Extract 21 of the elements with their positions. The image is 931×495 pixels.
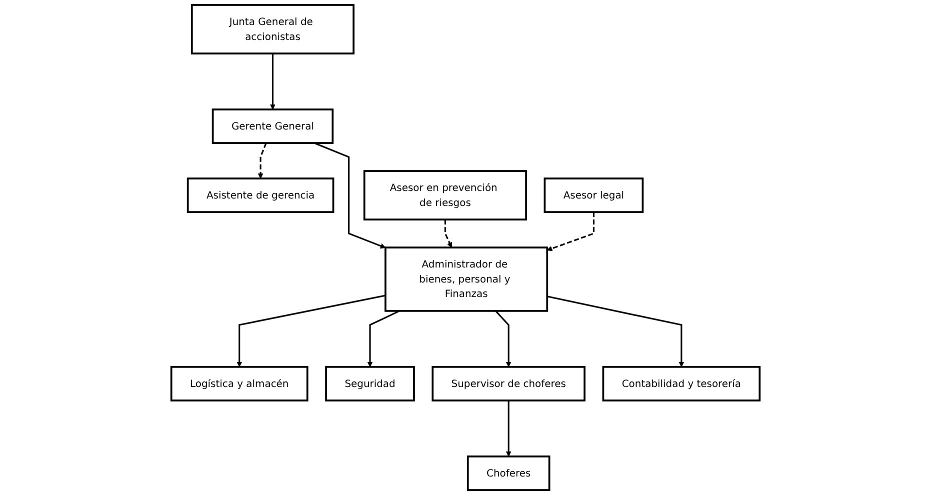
node-box: Asesor legal [544, 178, 644, 213]
arrow [270, 53, 276, 110]
arrow [546, 296, 684, 368]
node-box: Junta General de accionistas [190, 4, 354, 54]
arrow [506, 400, 512, 457]
node-box: Seguridad [325, 366, 415, 402]
arrow [236, 294, 386, 368]
arrow [444, 220, 452, 248]
node-box: Supervisor de choferes [432, 366, 586, 402]
node-box: Contabilidad y tesorería [602, 366, 761, 402]
node-box: Choferes [466, 456, 550, 491]
node-box: Administrador de bienes, personal y Finanzas [384, 246, 548, 312]
node-box: Gerente General [212, 108, 334, 144]
node-box: Logística y almacén [170, 366, 308, 402]
arrow [495, 310, 512, 368]
arrow [314, 142, 386, 249]
node-box: Asistente de gerencia [186, 178, 334, 213]
node-box: Asesor en prevención de riesgos [363, 170, 527, 220]
arrow [367, 310, 400, 368]
arrow [546, 212, 594, 252]
arrow [258, 142, 267, 179]
